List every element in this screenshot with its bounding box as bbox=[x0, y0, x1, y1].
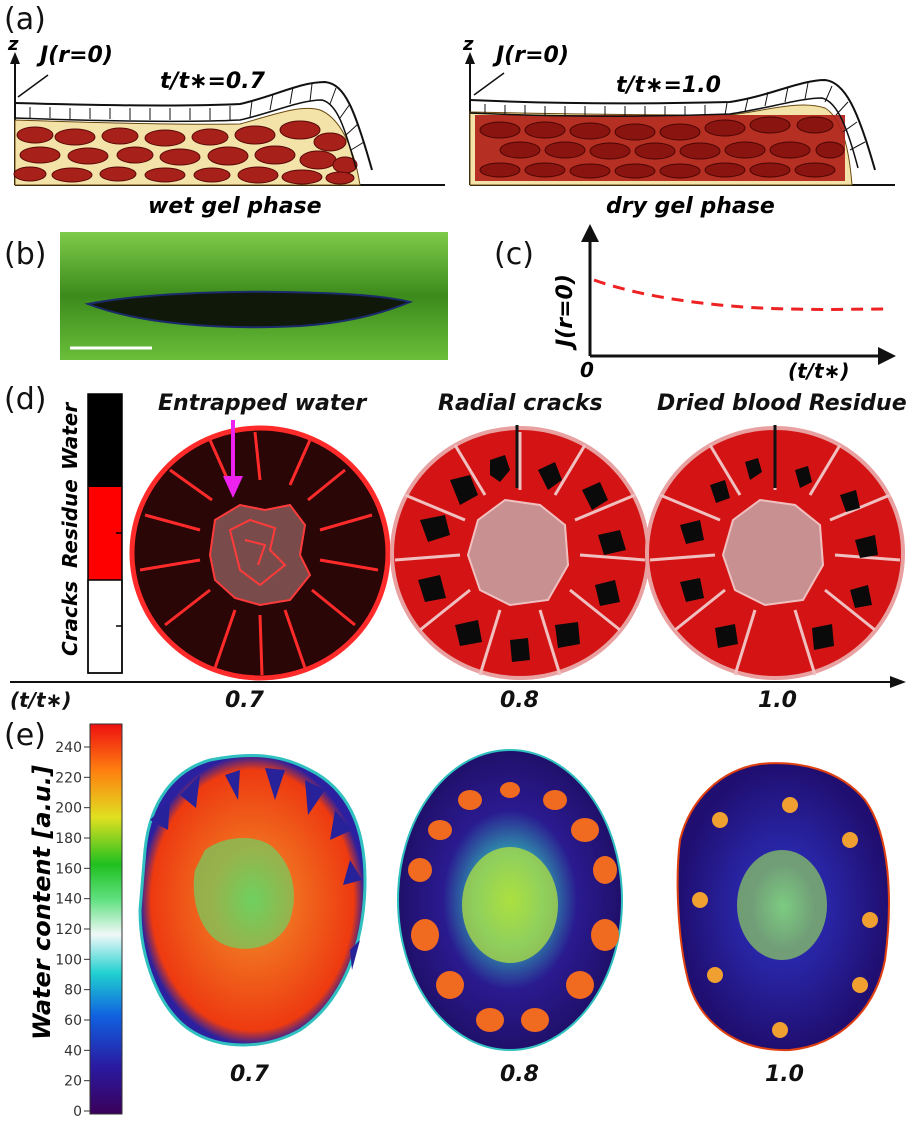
annotation-entrapped-water: Entrapped water bbox=[158, 391, 367, 416]
panel-a-right-schematic bbox=[465, 52, 895, 186]
z-axis-label-right: z bbox=[462, 34, 474, 55]
heatmap-0.7 bbox=[138, 753, 367, 1047]
legend-cracks: Cracks bbox=[58, 581, 82, 656]
panel-b-photo bbox=[60, 232, 448, 360]
panel-c-plot bbox=[581, 224, 896, 365]
colorbar-tick-label: 220 bbox=[55, 770, 82, 786]
flux-label-right: J(r=0) bbox=[492, 43, 569, 68]
colorbar-tick-label: 100 bbox=[55, 952, 82, 968]
colorbar-tick-label: 40 bbox=[64, 1043, 82, 1059]
panel-b-label: (b) bbox=[4, 237, 47, 272]
blood-cells-wet bbox=[13, 120, 358, 185]
c-ylabel: J(r=0) bbox=[553, 274, 578, 351]
colorbar-label: Water content [a.u.] bbox=[28, 765, 56, 1040]
e-time-0.7: 0.7 bbox=[230, 1062, 269, 1087]
annotation-radial-cracks: Radial cracks bbox=[438, 391, 603, 416]
drop-schematic-0.8 bbox=[390, 425, 650, 680]
colorbar-tick-label: 0 bbox=[73, 1104, 82, 1120]
d-time-0.8: 0.8 bbox=[500, 688, 539, 713]
panel-a-left-schematic bbox=[10, 52, 445, 186]
drop-schematic-1.0 bbox=[645, 425, 905, 680]
panel-c-label: (c) bbox=[494, 237, 534, 272]
time-label-right: t/t∗=1.0 bbox=[616, 73, 721, 98]
colorbar-tick-label: 120 bbox=[55, 922, 82, 938]
d-time-0.7: 0.7 bbox=[225, 688, 264, 713]
flux-label-left: J(r=0) bbox=[36, 43, 113, 68]
colorbar-tick-label: 80 bbox=[64, 983, 82, 999]
blood-cells-dry bbox=[479, 116, 845, 179]
c-origin: 0 bbox=[580, 358, 594, 382]
legend-water: Water bbox=[58, 402, 82, 470]
colorbar-tick-label: 240 bbox=[55, 740, 82, 756]
flux-decay-curve bbox=[593, 278, 885, 311]
colorbar-tick-label: 20 bbox=[64, 1074, 82, 1090]
c-xlabel: (t/t∗) bbox=[788, 359, 849, 383]
panel-a-label: (a) bbox=[4, 2, 46, 37]
colorbar-tick-label: 60 bbox=[64, 1013, 82, 1029]
flux-arrows-dry bbox=[484, 82, 866, 151]
colorbar-tick-label: 200 bbox=[55, 801, 82, 817]
colorbar-tick-label: 140 bbox=[55, 892, 82, 908]
legend-residue: Residue bbox=[58, 479, 82, 568]
entrapped-water-arrow bbox=[223, 476, 243, 498]
colorbar bbox=[89, 723, 123, 1115]
drop-schematic-0.7 bbox=[129, 420, 391, 681]
d-time-1.0: 1.0 bbox=[758, 688, 797, 713]
heatmap-0.8 bbox=[397, 749, 623, 1051]
time-label-left: t/t∗=0.7 bbox=[160, 69, 266, 94]
e-time-1.0: 1.0 bbox=[765, 1062, 804, 1087]
colorbar-tick-label: 160 bbox=[55, 861, 82, 877]
colorbar-tick-label: 180 bbox=[55, 831, 82, 847]
d-axis-label: (t/t∗) bbox=[10, 688, 72, 712]
panel-d-label: (d) bbox=[4, 382, 47, 417]
panel-d-legend-bar bbox=[87, 393, 123, 674]
z-axis-label-left: z bbox=[7, 34, 19, 55]
panel-e-label: (e) bbox=[4, 718, 46, 753]
caption-wet: wet gel phase bbox=[148, 194, 322, 219]
heatmap-1.0 bbox=[676, 762, 890, 1052]
annotation-dried-residue: Dried blood Residue bbox=[657, 391, 907, 416]
flux-arrows-wet bbox=[29, 83, 365, 151]
caption-dry: dry gel phase bbox=[606, 194, 775, 219]
e-time-0.8: 0.8 bbox=[500, 1062, 539, 1087]
